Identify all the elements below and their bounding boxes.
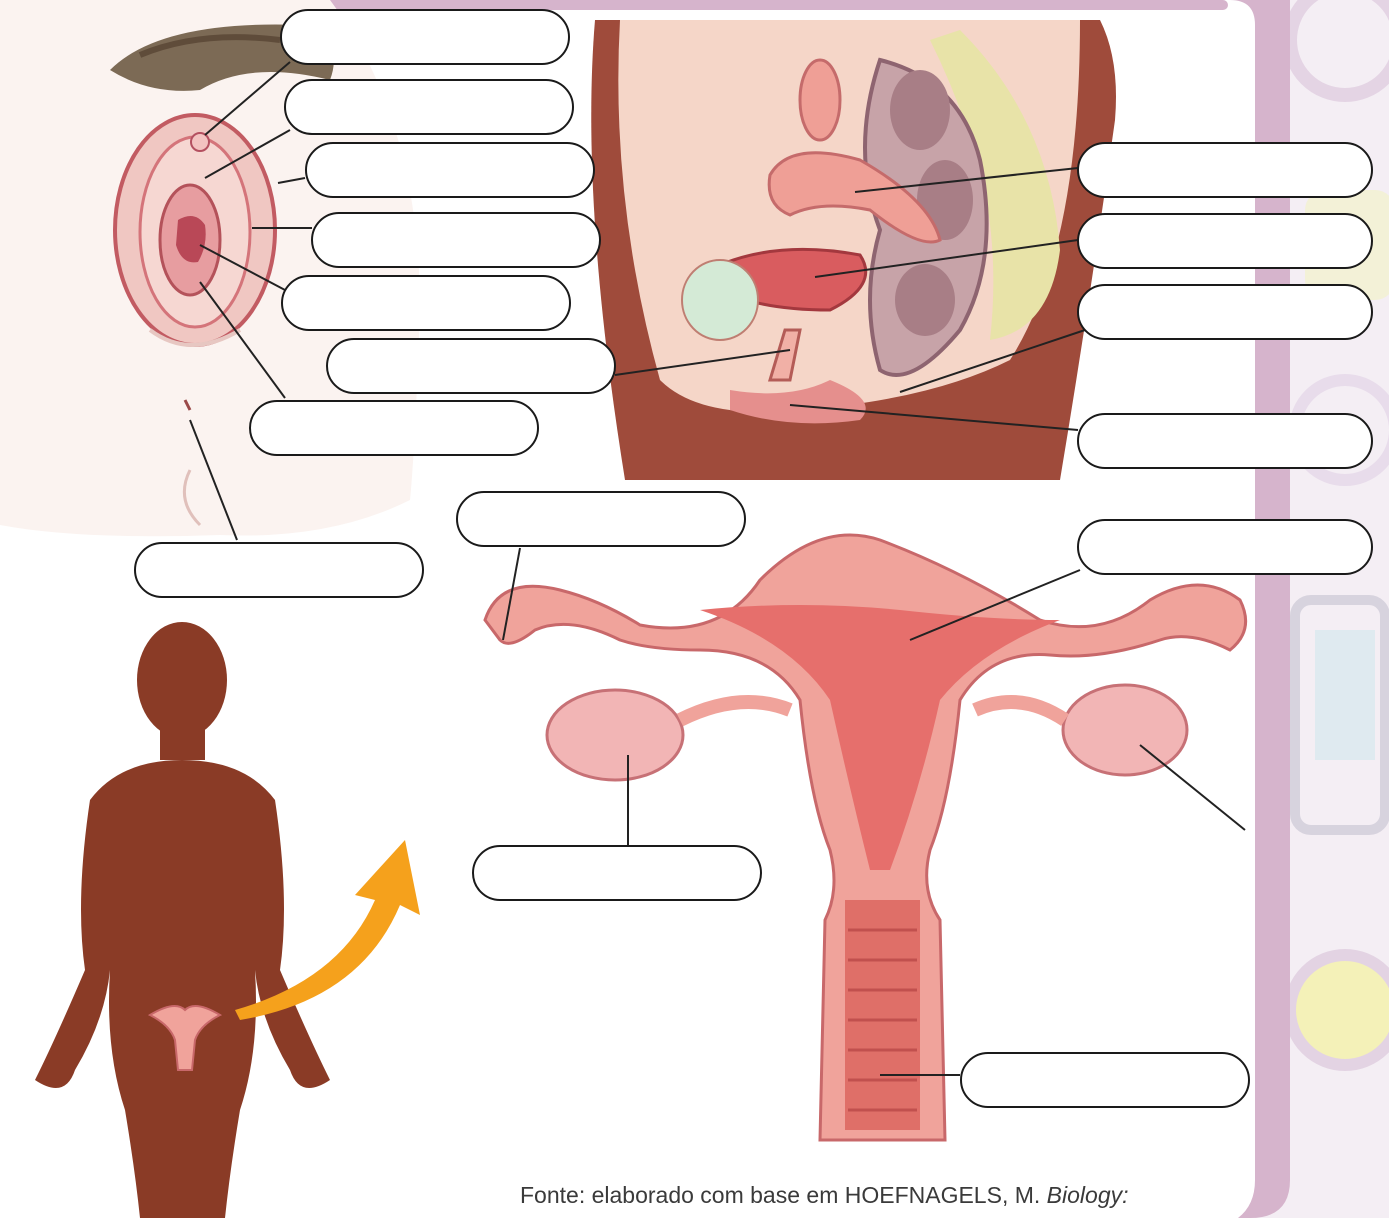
label-box-sagittal-2[interactable] bbox=[1077, 213, 1373, 269]
label-box-ovary[interactable] bbox=[472, 845, 762, 901]
label-box-uterus-body[interactable] bbox=[1077, 519, 1373, 575]
label-box-vagina[interactable] bbox=[960, 1052, 1250, 1108]
source-caption: Fonte: elaborado com base em HOEFNAGELS,… bbox=[520, 1180, 1260, 1210]
label-box-vulva-8[interactable] bbox=[134, 542, 424, 598]
caption-italic: Biology: bbox=[1047, 1182, 1129, 1208]
label-box-vulva-6[interactable] bbox=[326, 338, 616, 394]
caption-prefix: Fonte: elaborado com base em HOEFNAGELS,… bbox=[520, 1182, 1047, 1208]
label-box-vulva-3[interactable] bbox=[305, 142, 595, 198]
label-box-sagittal-1[interactable] bbox=[1077, 142, 1373, 198]
label-box-sagittal-3[interactable] bbox=[1077, 284, 1373, 340]
label-box-vulva-4[interactable] bbox=[311, 212, 601, 268]
body-silhouette bbox=[35, 622, 330, 1218]
label-box-vulva-7[interactable] bbox=[249, 400, 539, 456]
label-box-vulva-1[interactable] bbox=[280, 9, 570, 65]
uterus-illustration bbox=[485, 535, 1246, 1140]
label-box-sagittal-4[interactable] bbox=[1077, 413, 1373, 469]
label-box-vulva-2[interactable] bbox=[284, 79, 574, 135]
label-box-vulva-5[interactable] bbox=[281, 275, 571, 331]
label-box-uterine-tube[interactable] bbox=[456, 491, 746, 547]
